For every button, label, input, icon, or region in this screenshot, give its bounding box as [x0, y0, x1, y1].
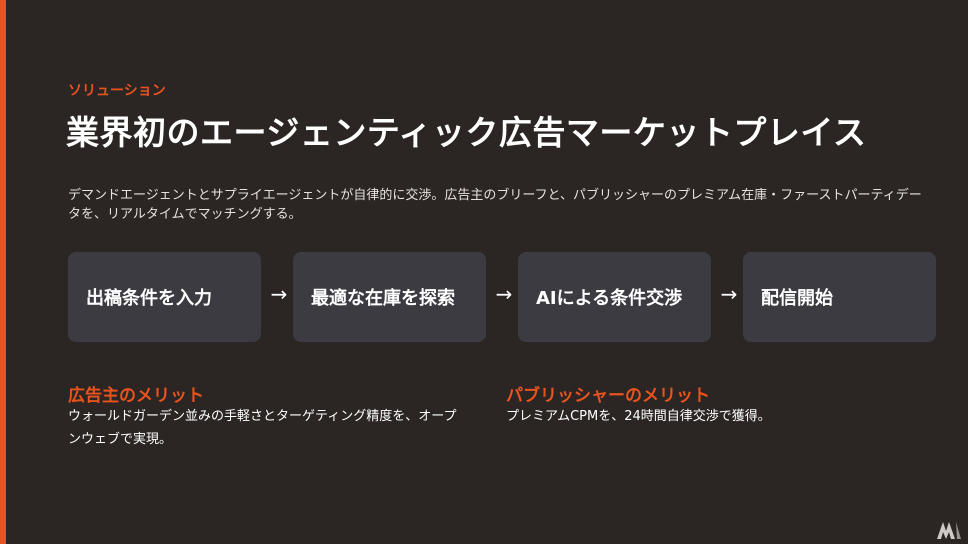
process-flow: 出稿条件を入力 → 最適な在庫を探索 → AIによる条件交渉 → 配信開始: [68, 252, 936, 342]
arrow-right-icon: →: [270, 282, 288, 306]
arrow-right-icon: →: [495, 282, 513, 306]
flow-step-label: AIによる条件交渉: [536, 288, 683, 309]
description: デマンドエージェントとサプライエージェントが自律的に交渉。広告主のブリーフと、パ…: [68, 188, 922, 222]
media-logo-icon: [937, 522, 961, 539]
advertiser-merit-title: 広告主のメリット: [68, 386, 204, 406]
flow-step-negotiation: AIによる条件交渉: [518, 252, 711, 342]
flow-step-input: 出稿条件を入力: [68, 252, 261, 342]
page-title: 業界初のエージェンティック広告マーケットプレイス: [66, 113, 867, 152]
advertiser-merit-text: ウォールドガーデン並みの手軽さとターゲティング精度を、オープンウェブで実現。: [68, 409, 457, 447]
flow-step-label: 最適な在庫を探索: [311, 288, 455, 309]
arrow-right-icon: →: [720, 282, 738, 306]
accent-bar: [0, 0, 6, 544]
publisher-merit-title: パブリッシャーのメリット: [506, 386, 710, 406]
flow-step-label: 配信開始: [761, 288, 833, 309]
publisher-merit-text: プレミアムCPMを、24時間自律交渉で獲得。: [506, 409, 771, 424]
flow-step-label: 出稿条件を入力: [86, 288, 212, 309]
flow-step-delivery: 配信開始: [743, 252, 936, 342]
flow-step-search: 最適な在庫を探索: [293, 252, 486, 342]
section-eyebrow: ソリューション: [68, 83, 166, 99]
